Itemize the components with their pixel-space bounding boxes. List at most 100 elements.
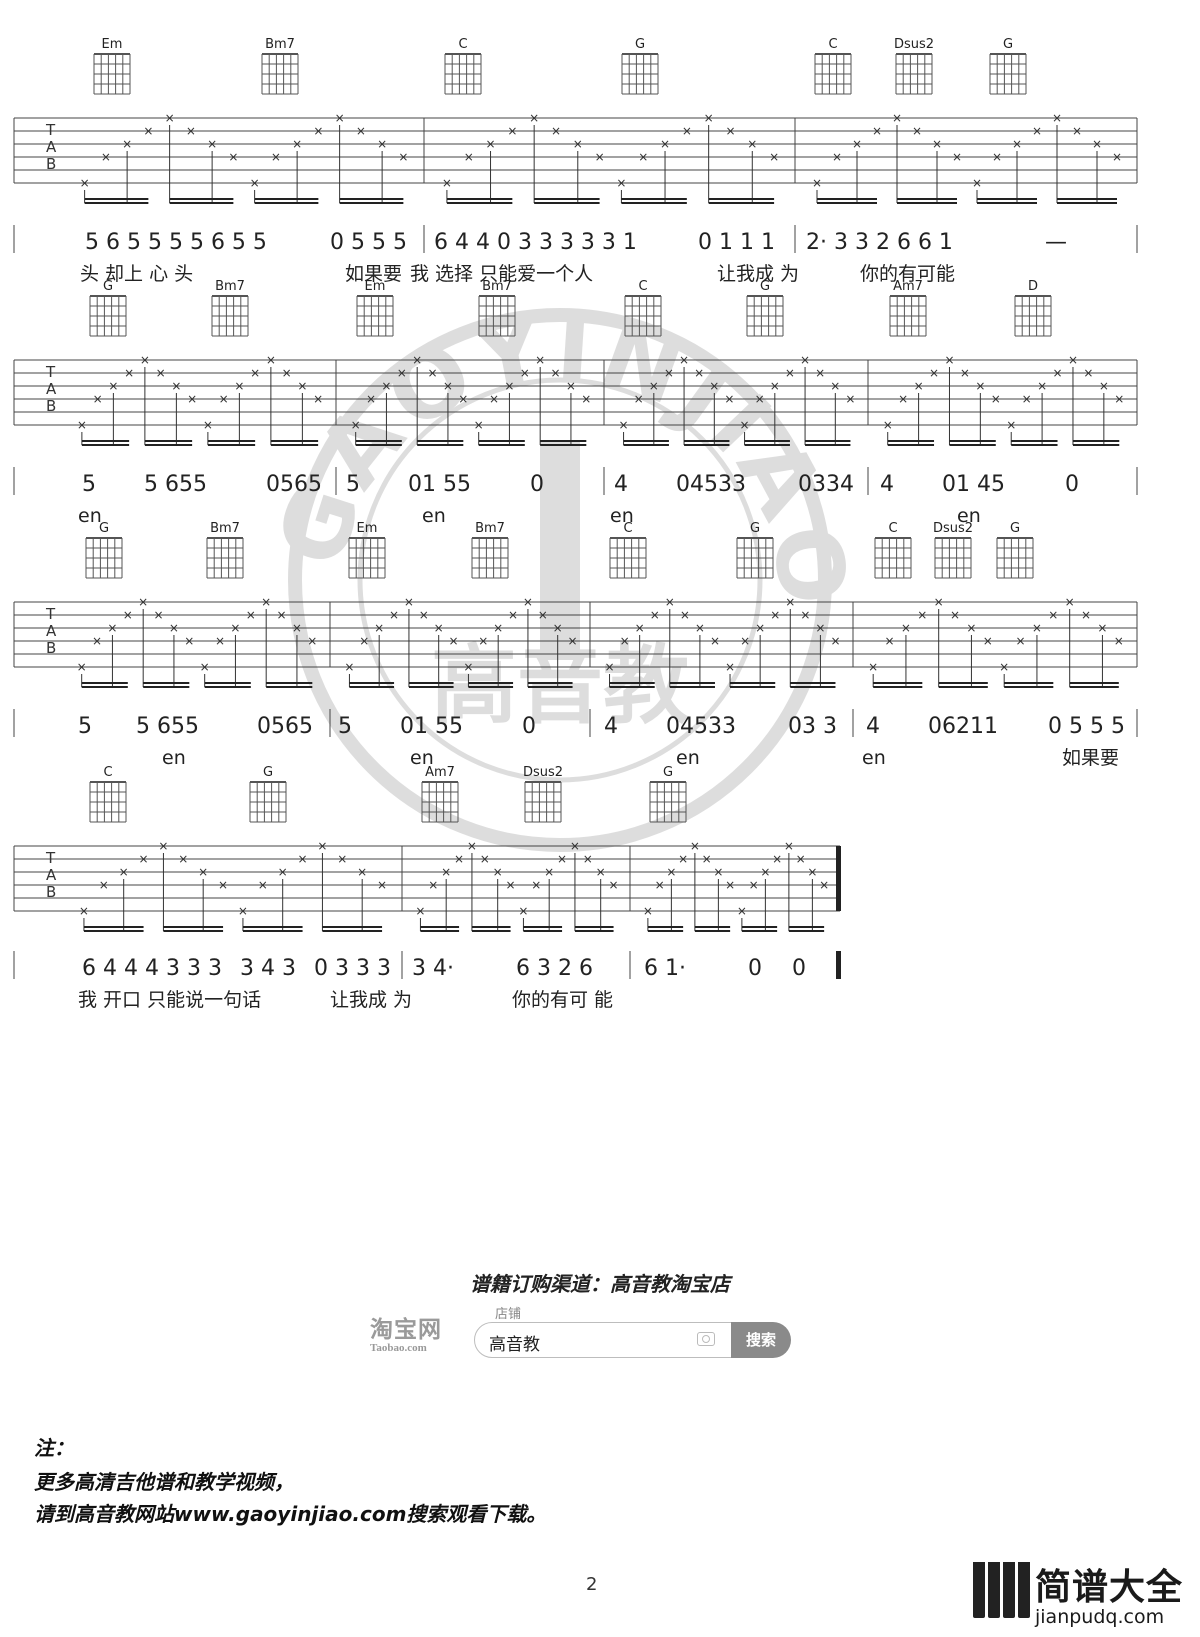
tab-note-x: × xyxy=(679,353,689,367)
chord-diagram: Am7 xyxy=(889,279,927,337)
tab-note-x: × xyxy=(830,634,840,648)
tab-note-x: × xyxy=(230,621,240,635)
tab-note-x: × xyxy=(682,124,692,138)
tab-note-x: × xyxy=(785,595,795,609)
chord-name: G xyxy=(99,521,109,536)
tab-note-x: × xyxy=(872,124,882,138)
chord-diagram: G xyxy=(649,765,687,823)
chord-name: Am7 xyxy=(425,765,455,780)
tab-note-x: × xyxy=(207,137,217,151)
chord-name: G xyxy=(750,521,760,536)
tab-clef-letter: A xyxy=(46,866,57,884)
tab-note-x: × xyxy=(493,621,503,635)
tab-note-x: × xyxy=(1097,621,1107,635)
tab-note-x: × xyxy=(815,621,825,635)
tab-note-x: × xyxy=(619,418,629,432)
chord-name: G xyxy=(663,765,673,780)
search-button[interactable]: 搜索 xyxy=(731,1322,791,1358)
tab-note-x: × xyxy=(983,634,993,648)
lyric: en xyxy=(78,505,102,527)
tab-note-x: × xyxy=(972,176,982,190)
tab-note-x: × xyxy=(449,634,459,648)
search-box[interactable]: 高音教 xyxy=(474,1322,732,1358)
watermark-ring xyxy=(288,308,832,852)
jianpu-number: 5 6 5 5 5 5 6 5 5 xyxy=(85,230,267,255)
tab-note-x: × xyxy=(665,595,675,609)
jianpu-number: 4 xyxy=(880,472,894,497)
tab-note-x: × xyxy=(297,379,307,393)
chord-diagram: C xyxy=(609,521,647,579)
tab-clef-letter: B xyxy=(46,397,56,415)
tab-note-x: × xyxy=(507,124,517,138)
tab-note-x: × xyxy=(228,150,238,164)
tab-note-x: × xyxy=(218,878,228,892)
tab-note-x: × xyxy=(357,865,367,879)
tab-clef-letter: A xyxy=(46,380,57,398)
tab-note-x: × xyxy=(566,379,576,393)
chord-name: Em xyxy=(357,521,378,536)
lyric: 我 开口 只能说一句话 xyxy=(78,989,261,1011)
tab-note-x: × xyxy=(397,366,407,380)
tab-note-x: × xyxy=(950,608,960,622)
tab-note-x: × xyxy=(119,865,129,879)
tab-note-x: × xyxy=(313,392,323,406)
brand-title: 简谱大全 xyxy=(1035,1567,1184,1608)
final-bar xyxy=(836,846,841,911)
tab-note-x: × xyxy=(463,660,473,674)
jianpu-number: 3 4· xyxy=(412,956,454,981)
tab-note-x: × xyxy=(605,660,615,674)
tab-note-x: × xyxy=(992,150,1002,164)
tab-note-x: × xyxy=(770,608,780,622)
tab-note-x: × xyxy=(568,634,578,648)
tab-note-x: × xyxy=(454,852,464,866)
tab-note-x: × xyxy=(101,150,111,164)
tab-note-x: × xyxy=(1037,379,1047,393)
jianpu-number: 0 xyxy=(748,956,762,981)
tab-note-x: × xyxy=(649,379,659,393)
tab-note-x: × xyxy=(1032,621,1042,635)
lyric: 如果要 xyxy=(1062,747,1119,769)
tab-note-x: × xyxy=(261,595,271,609)
tab-note-x: × xyxy=(1068,353,1078,367)
tab-note-x: × xyxy=(292,137,302,151)
tab-note-x: × xyxy=(138,595,148,609)
tab-note-x: × xyxy=(725,124,735,138)
jianpu-number: 0565 xyxy=(257,714,313,739)
tab-note-x: × xyxy=(266,353,276,367)
lyric: en xyxy=(610,505,634,527)
tab-note-x: × xyxy=(474,418,484,432)
tab-note-x: × xyxy=(335,111,345,125)
watermark-guitar-neck xyxy=(540,440,580,660)
tab-note-x: × xyxy=(583,852,593,866)
tab-note-x: × xyxy=(812,176,822,190)
camera-icon[interactable] xyxy=(697,1332,715,1346)
search-input[interactable]: 高音教 xyxy=(489,1335,540,1355)
jianpu-number: 3 4 3 xyxy=(240,956,296,981)
chord-diagram: Bm7 xyxy=(206,521,244,579)
jianpu-number: 4 xyxy=(866,714,880,739)
tab-note-x: × xyxy=(772,852,782,866)
tab-note-x: × xyxy=(158,839,168,853)
tab-note-x: × xyxy=(529,111,539,125)
tab-clef-letter: A xyxy=(46,622,57,640)
tab-note-x: × xyxy=(337,852,347,866)
tab-note-x: × xyxy=(740,634,750,648)
jianpu-number: 0 xyxy=(1065,472,1079,497)
tab-note-x: × xyxy=(412,353,422,367)
chord-name: Am7 xyxy=(893,279,923,294)
tab-note-x: × xyxy=(784,839,794,853)
tab-note-x: × xyxy=(702,852,712,866)
chord-name: Bm7 xyxy=(265,37,295,52)
page-number: 2 xyxy=(586,1574,598,1595)
jianpu-number: 4 xyxy=(614,472,628,497)
tab-note-x: × xyxy=(694,366,704,380)
shop-tab[interactable]: 店铺 xyxy=(495,1307,522,1322)
tab-note-x: × xyxy=(122,137,132,151)
chord-name: Bm7 xyxy=(210,521,240,536)
tab-note-x: × xyxy=(169,621,179,635)
tab-note-x: × xyxy=(123,608,133,622)
taobao-logo: 淘宝网 Taobao.com xyxy=(370,1310,470,1354)
chord-diagram: Dsus2 xyxy=(523,765,563,823)
tab-note-x: × xyxy=(845,392,855,406)
chord-diagram: G xyxy=(249,765,287,823)
